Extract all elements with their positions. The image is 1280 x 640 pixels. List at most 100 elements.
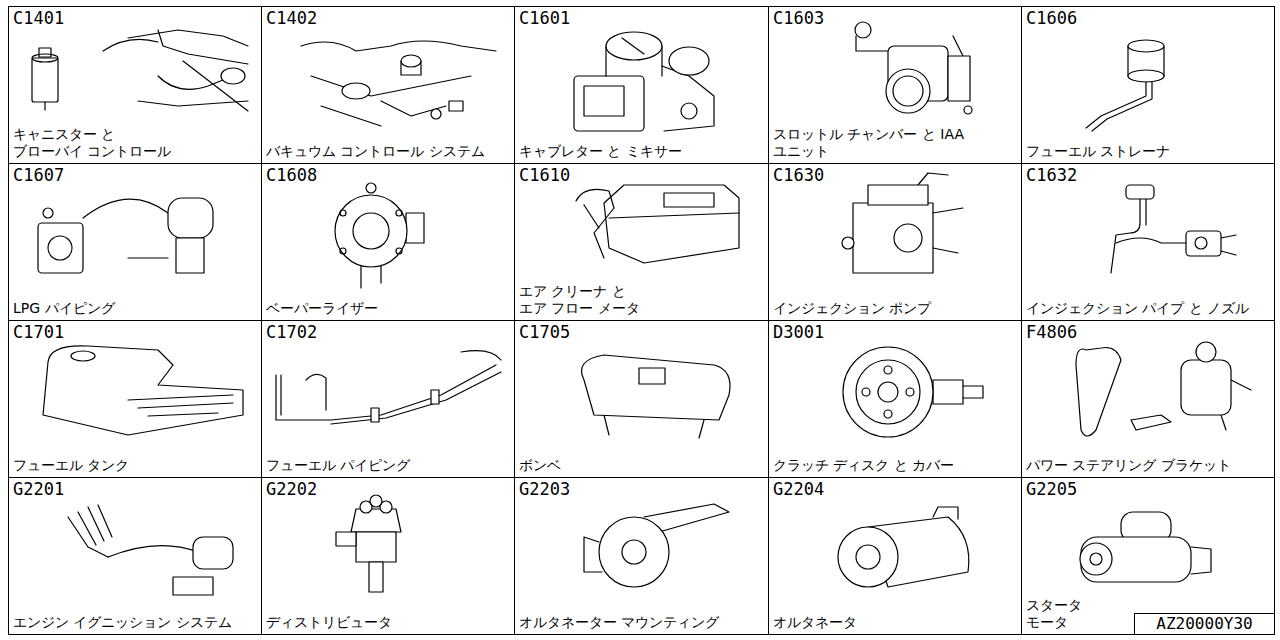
part-caption: インジェクション パイプ と ノズル xyxy=(1026,300,1249,317)
line-art xyxy=(886,69,930,113)
line-art xyxy=(32,58,58,102)
part-code: C1632 xyxy=(1026,165,1077,185)
catalog-cell: G2203 オルタネーター マウンティング xyxy=(514,477,769,635)
part-code: C1401 xyxy=(13,8,64,28)
part-caption: LPG パイピング xyxy=(13,300,115,317)
line-art xyxy=(1196,342,1216,362)
line-art xyxy=(193,537,233,569)
line-art xyxy=(948,56,970,101)
line-art xyxy=(1131,415,1171,430)
part-code: C1601 xyxy=(519,8,570,28)
line-art xyxy=(431,109,441,119)
throttle-illustration xyxy=(855,22,972,114)
part-caption: キャブレター と ミキサー xyxy=(519,143,682,160)
line-art xyxy=(884,366,892,374)
part-caption: スロットル チャンバー と IAA ユニット xyxy=(773,126,1017,160)
line-art xyxy=(584,86,624,116)
clutch-illustration xyxy=(843,347,983,437)
line-art xyxy=(893,76,923,106)
line-art xyxy=(276,365,496,420)
line-art xyxy=(1128,70,1164,82)
line-art xyxy=(906,388,914,396)
nozzle-illustration xyxy=(1111,185,1236,273)
part-caption: インジェクション ポンプ xyxy=(773,300,931,317)
catalog-cell: F4806パワー ステアリング ブラケット xyxy=(1021,320,1275,478)
part-code: G2202 xyxy=(266,479,317,499)
part-code: C1630 xyxy=(773,165,824,185)
part-code: G2201 xyxy=(13,479,64,499)
line-art xyxy=(301,41,496,51)
ignition-illustration xyxy=(68,505,233,595)
catalog-cell: C1632 インジェクション パイプ と ノズル xyxy=(1021,163,1275,321)
line-art xyxy=(681,103,697,119)
catalog-cell: D3001クラッチ ディスク と カバー xyxy=(768,320,1022,478)
line-art xyxy=(366,183,376,193)
line-art xyxy=(856,545,880,569)
catalog-cell: C1701フューエル タンク xyxy=(8,320,262,478)
alternator-mount-illustration xyxy=(584,504,729,587)
part-code: F4806 xyxy=(1026,322,1077,342)
line-art xyxy=(894,224,922,252)
line-art xyxy=(311,76,471,96)
drawing-number: AZ20000Y30 xyxy=(1156,615,1252,633)
line-art xyxy=(662,66,714,131)
line-art xyxy=(933,380,963,404)
line-art xyxy=(340,210,346,216)
air-cleaner-illustration xyxy=(576,185,739,263)
catalog-cell: C1630 インジェクション ポンプ xyxy=(768,163,1022,321)
part-code: C1606 xyxy=(1026,8,1077,28)
injection-pump-illustration xyxy=(842,173,963,273)
bombe-illustration xyxy=(582,355,731,438)
part-code: G2203 xyxy=(519,479,570,499)
catalog-cell: G2205スタータ モータAZ20000Y30 xyxy=(1021,477,1275,635)
part-caption: エンジン イグニッション システム xyxy=(13,614,232,631)
line-art xyxy=(396,210,402,216)
line-art xyxy=(168,198,213,238)
line-art xyxy=(1092,82,1152,131)
line-art xyxy=(1195,237,1207,249)
catalog-cell: G2201 エンジン イグニッション システム xyxy=(8,477,262,635)
line-art xyxy=(306,374,326,410)
line-art xyxy=(1221,235,1236,255)
fuel-tank-illustration xyxy=(43,346,243,435)
part-code: G2205 xyxy=(1026,479,1077,499)
line-art xyxy=(461,351,501,360)
part-caption: オルタネータ xyxy=(773,614,857,631)
line-art xyxy=(1186,231,1221,256)
part-caption: キャニスター と ブローバイ コントロール xyxy=(13,126,183,160)
line-art xyxy=(1111,197,1146,273)
line-art xyxy=(103,39,158,51)
line-art xyxy=(855,22,871,38)
part-caption: ベーパーライザー xyxy=(266,300,378,317)
line-art xyxy=(584,205,599,228)
part-code: D3001 xyxy=(773,322,824,342)
catalog-cell: C1608 ベーパーライザー xyxy=(261,163,515,321)
part-code: C1603 xyxy=(773,8,824,28)
power-steering-illustration xyxy=(1076,342,1251,436)
catalog-cell: C1606フューエル ストレーナ xyxy=(1021,6,1275,164)
catalog-cell: C1607LPG パイピング xyxy=(8,163,262,321)
line-art xyxy=(622,540,646,564)
catalog-cell: C1705ボンベ xyxy=(514,320,769,478)
line-art xyxy=(884,410,892,418)
line-art xyxy=(371,408,379,422)
line-art xyxy=(853,203,933,273)
catalog-cell: C1401 キャニスター と ブローバイ コントロール xyxy=(8,6,262,164)
line-art xyxy=(606,32,662,60)
line-art xyxy=(32,54,58,62)
part-code: C1607 xyxy=(13,165,64,185)
line-art xyxy=(396,248,402,254)
line-art xyxy=(44,102,45,110)
line-art xyxy=(158,30,248,64)
line-art xyxy=(669,47,709,75)
part-caption: オルタネーター マウンティング xyxy=(519,614,719,631)
catalog-cell: C1610エア クリーナ と エア フロー メータ xyxy=(514,163,769,321)
line-art xyxy=(335,195,407,267)
catalog-cell: C1601 キャブレター と ミキサー xyxy=(514,6,769,164)
line-art xyxy=(128,257,168,258)
line-art xyxy=(843,347,933,437)
line-art xyxy=(449,101,463,111)
part-code: C1608 xyxy=(266,165,317,185)
line-art xyxy=(173,577,213,595)
line-art xyxy=(336,532,356,546)
